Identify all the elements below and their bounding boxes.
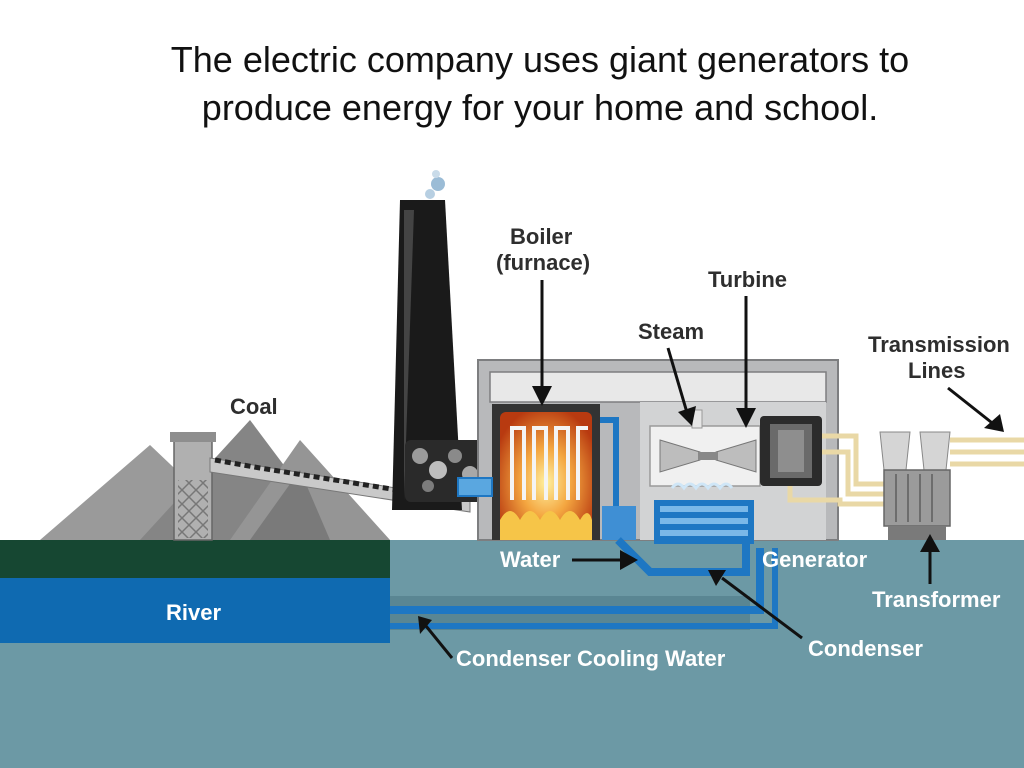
transmission-lines: [950, 437, 1024, 467]
river-bank: [0, 540, 390, 578]
transformer: [879, 431, 951, 540]
label-boiler: Boiler: [510, 224, 573, 249]
boiler-furnace: [492, 404, 600, 540]
generator: [760, 416, 822, 486]
label-coal: Coal: [230, 394, 278, 419]
caption-line-1: The electric company uses giant generato…: [170, 39, 910, 80]
label-transformer: Transformer: [872, 587, 1001, 612]
label-steam: Steam: [638, 319, 704, 344]
water-pipes: [457, 417, 750, 576]
steam-turbine: [649, 409, 761, 487]
label-condenser-cooling-water: Condenser Cooling Water: [456, 646, 726, 671]
smoke-stack: [392, 170, 462, 510]
label-condenser: Condenser: [808, 636, 923, 661]
conveyor-tower: [170, 432, 216, 541]
label-generator: Generator: [762, 547, 868, 572]
cooling-water-loop: [390, 548, 778, 629]
label-water: Water: [500, 547, 561, 572]
river: [0, 578, 390, 643]
caption-line-2: produce energy for your home and school.: [201, 87, 879, 128]
diagram-caption: The electric company uses giant generato…: [0, 36, 1024, 132]
condenser: [654, 482, 754, 544]
label-transmission: Transmission: [868, 332, 1010, 357]
label-turbine: Turbine: [708, 267, 787, 292]
power-wires: [787, 433, 892, 507]
label-boiler-furnace: (furnace): [496, 250, 590, 275]
label-river: River: [166, 600, 221, 625]
pointer-arrows: [418, 280, 1004, 659]
label-transmission-lines: Lines: [908, 358, 965, 383]
